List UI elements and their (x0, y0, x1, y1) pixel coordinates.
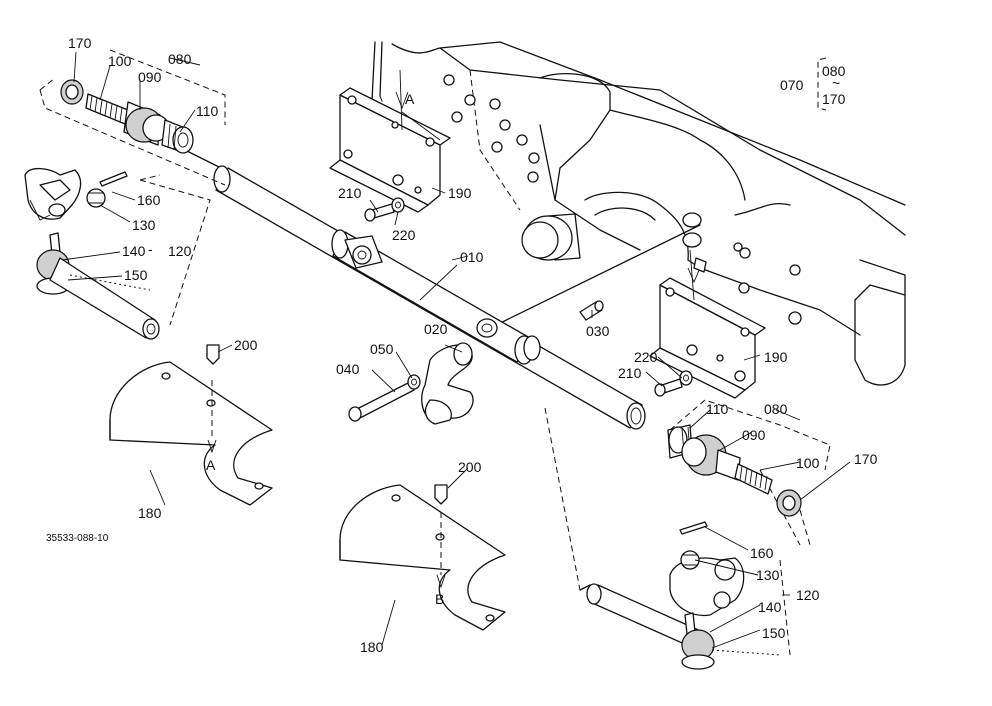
callout-110-left: 110 (196, 103, 219, 119)
callout-080-left: 080 (168, 51, 192, 67)
legend-part-top: 080 (822, 63, 846, 79)
cover-180-left (109, 344, 273, 506)
callout-020: 020 (424, 321, 448, 337)
callout-150-left: 150 (124, 267, 148, 283)
cover-180-right (339, 484, 506, 631)
callout-210-lower: 210 (618, 365, 642, 381)
callout-130-left: 130 (132, 217, 156, 233)
bolt-washer-lower (654, 370, 693, 397)
tie-rod-010 (213, 165, 646, 430)
callout-180-left: 180 (138, 505, 162, 521)
bolt-washer-upper (364, 197, 405, 222)
legend-tilde: ~ (832, 75, 840, 91)
marker-a-lower: A (206, 457, 216, 473)
callout-120-right: 120 (796, 587, 820, 603)
callout-110-right: 110 (706, 401, 729, 417)
pin-030 (579, 300, 604, 321)
callout-170-left: 170 (68, 35, 92, 51)
callouts: 170 100 080 090 110 160 130 140 - 120 15… (68, 35, 878, 655)
callout-220-lower: 220 (634, 349, 658, 365)
marker-b: B (435, 591, 444, 607)
callout-050: 050 (370, 341, 394, 357)
view-markers: A A B (206, 91, 444, 607)
callout-170-right: 170 (854, 451, 878, 467)
right-end-assembly (544, 399, 831, 670)
callout-200-right: 200 (458, 459, 482, 475)
callout-190-lower: 190 (764, 349, 788, 365)
bracket-upper (329, 69, 451, 213)
callout-190-upper: 190 (448, 185, 472, 201)
legend-kit-number: 070 (780, 77, 804, 93)
callout-100-left: 100 (108, 53, 132, 69)
callout-160-left: 160 (137, 192, 161, 208)
callout-140-right: 140 (758, 599, 782, 615)
figure-code: 35533-088-10 (46, 533, 109, 544)
callout-130-right: 130 (756, 567, 780, 583)
callout-180-right: 180 (360, 639, 384, 655)
callout-010: 010 (460, 249, 484, 265)
callout-090-right: 090 (742, 427, 766, 443)
kit-legend: 070 080 170 ~ (780, 57, 846, 111)
callout-160-right: 160 (750, 545, 774, 561)
drag-link-axis (485, 224, 701, 331)
bracket-lower (649, 249, 766, 399)
callout-dash-left: - (148, 241, 153, 257)
left-end-assembly (24, 49, 226, 340)
callout-200-left: 200 (234, 337, 258, 353)
marker-a-upper: A (405, 91, 415, 107)
callout-100-right: 100 (796, 455, 820, 471)
callout-220-upper: 220 (392, 227, 416, 243)
callout-150-right: 150 (762, 625, 786, 641)
callout-090-left: 090 (138, 69, 162, 85)
callout-140-left: 140 (122, 243, 146, 259)
legend-part-bottom: 170 (822, 91, 846, 107)
callout-210-upper: 210 (338, 185, 362, 201)
callout-030: 030 (586, 323, 610, 339)
callout-080-right: 080 (764, 401, 788, 417)
callout-040: 040 (336, 361, 360, 377)
leader-lines (61, 51, 851, 649)
callout-120-left: 120 (168, 243, 192, 259)
clamp-assembly (348, 342, 474, 425)
